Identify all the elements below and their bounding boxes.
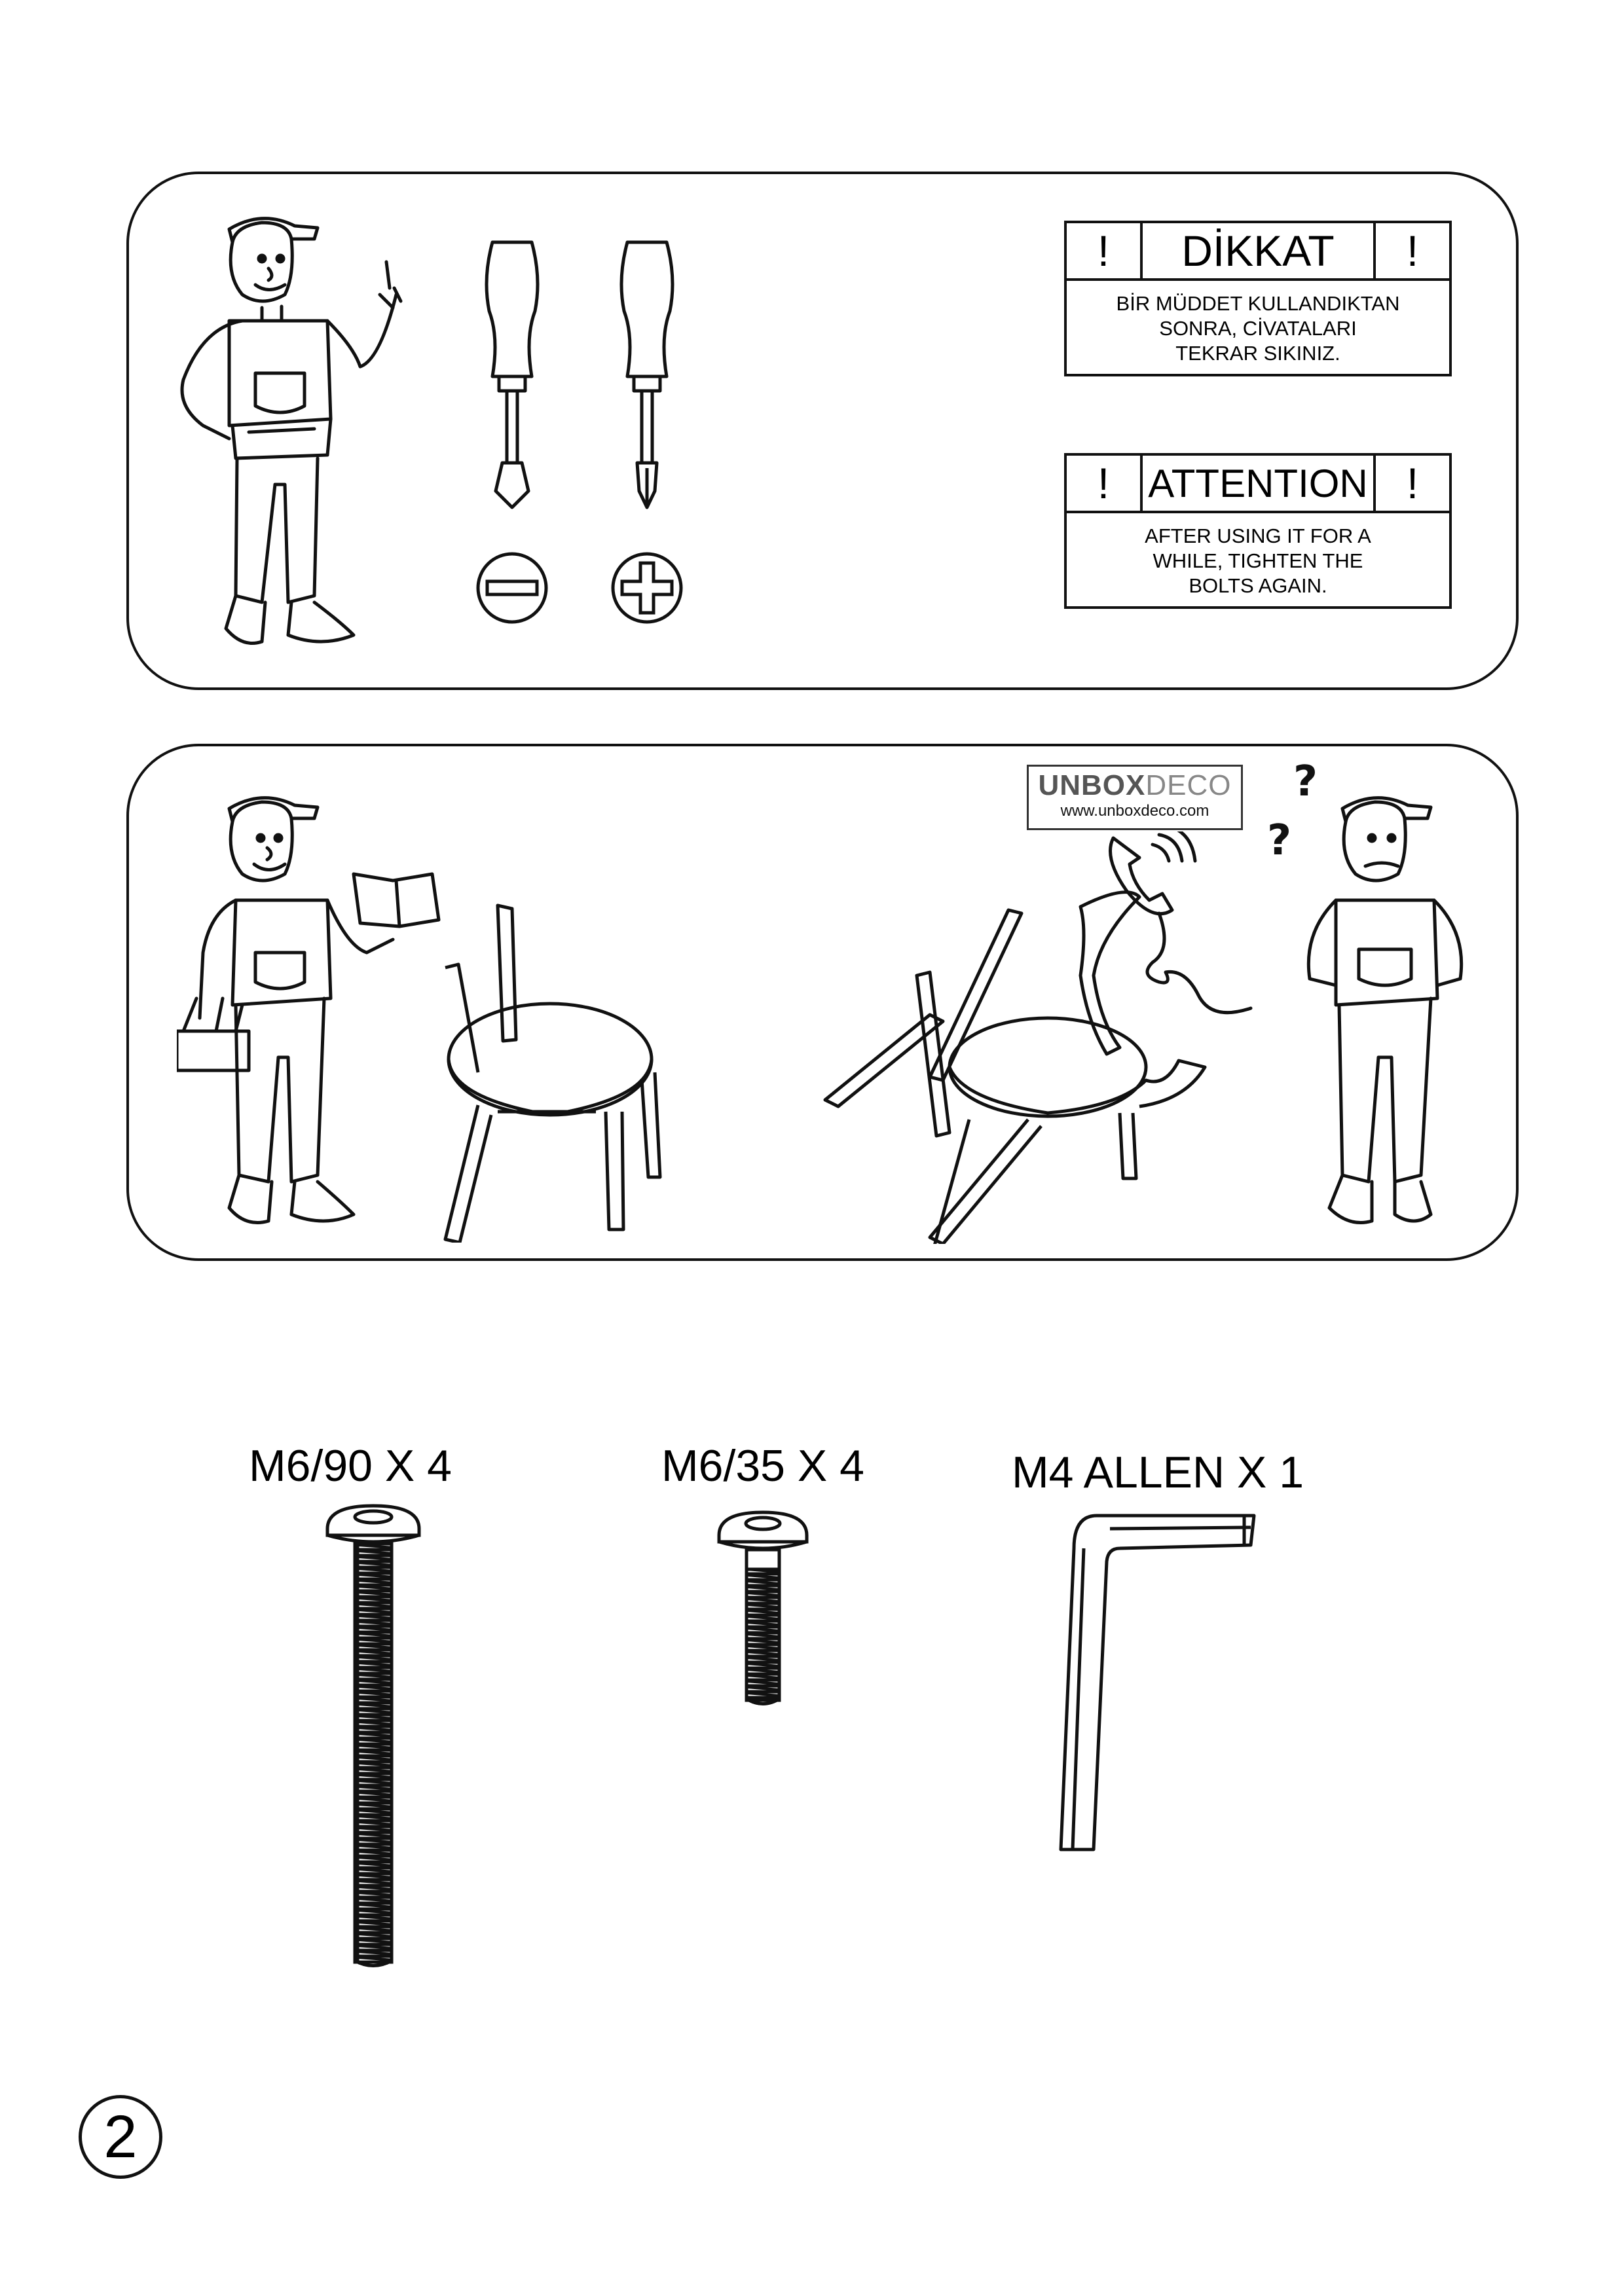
unboxdeco-logo: UNBOXDECO www.unboxdeco.com — [1027, 765, 1243, 830]
warning-text: BİR MÜDDET KULLANDIKTAN SONRA, CİVATALAR… — [1116, 292, 1400, 365]
long-bolt-illustration — [321, 1503, 426, 1974]
worker-with-screwdriver-illustration — [164, 203, 426, 668]
warning-box-english: ! ATTENTION ! AFTER USING IT FOR A WHILE… — [1064, 453, 1452, 609]
warning-title: ATTENTION — [1148, 461, 1368, 505]
exclamation-right: ! — [1373, 456, 1449, 511]
assembled-chair-illustration — [432, 902, 668, 1243]
logo-brand-light: DECO — [1145, 769, 1232, 801]
logo-url: www.unboxdeco.com — [1060, 802, 1209, 820]
phillips-screwdriver-icon — [608, 239, 686, 514]
svg-text:?: ? — [1293, 757, 1318, 806]
minus-slot-icon — [473, 549, 551, 627]
warning-title: DİKKAT — [1181, 227, 1335, 275]
logo-brand-bold: UNBOX — [1038, 769, 1146, 801]
confused-worker-illustration — [1283, 782, 1500, 1241]
warning-text: AFTER USING IT FOR A WHILE, TIGHTEN THE … — [1145, 524, 1371, 597]
exclamation-left: ! — [1067, 456, 1143, 511]
flathead-screwdriver-icon — [473, 239, 551, 514]
short-bolt-illustration — [714, 1509, 812, 1719]
plus-slot-icon — [608, 549, 686, 627]
svg-text:?: ? — [1267, 816, 1291, 865]
part-label-allen-key: M4 ALLEN X 1 — [1012, 1448, 1304, 1497]
worker-with-manual-illustration — [177, 782, 465, 1241]
part-label-long-bolt: M6/90 X 4 — [249, 1441, 452, 1491]
question-mark-icon: ? ? — [1267, 756, 1333, 874]
broken-chair-illustration — [812, 871, 1244, 1244]
page-number: 2 — [79, 2095, 162, 2179]
exclamation-right: ! — [1373, 223, 1449, 278]
phone-icon — [1100, 831, 1257, 1028]
exclamation-left: ! — [1067, 223, 1143, 278]
logo-brand: UNBOXDECO — [1029, 769, 1241, 802]
assembly-comparison-panel — [126, 744, 1519, 1261]
allen-key-illustration — [1048, 1509, 1264, 1863]
warning-box-turkish: ! DİKKAT ! BİR MÜDDET KULLANDIKTAN SONRA… — [1064, 221, 1452, 376]
part-label-short-bolt: M6/35 X 4 — [661, 1441, 864, 1491]
